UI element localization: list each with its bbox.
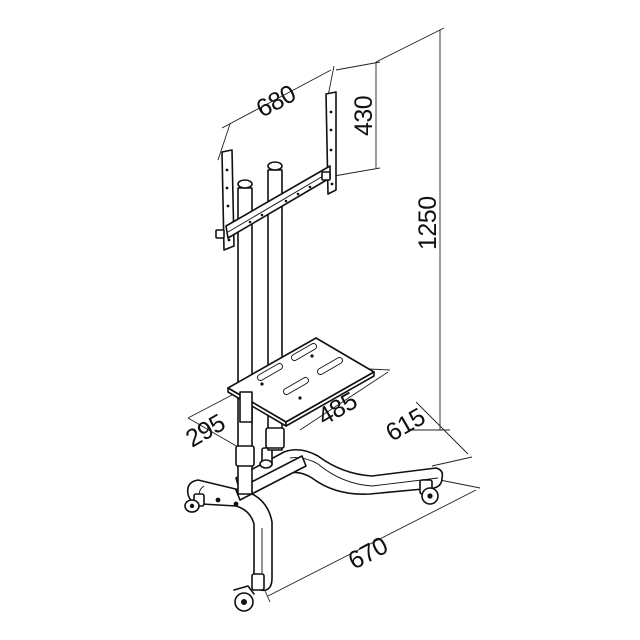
label-base-depth: 615 bbox=[381, 403, 430, 447]
caster-front-bottom bbox=[233, 573, 265, 612]
caster-back-left bbox=[259, 447, 273, 469]
label-total-height: 1250 bbox=[414, 196, 442, 250]
shelf bbox=[227, 337, 375, 427]
caster-front-left bbox=[184, 493, 205, 513]
label-shelf-depth: 295 bbox=[181, 409, 230, 453]
label-base-width: 670 bbox=[344, 532, 393, 576]
cart-base bbox=[186, 448, 444, 592]
label-mount-height: 430 bbox=[350, 96, 378, 136]
caster-back-right bbox=[419, 479, 439, 505]
vesa-mount-bracket bbox=[215, 91, 337, 251]
label-mount-width: 680 bbox=[252, 80, 301, 124]
caster-wheels bbox=[184, 447, 439, 612]
